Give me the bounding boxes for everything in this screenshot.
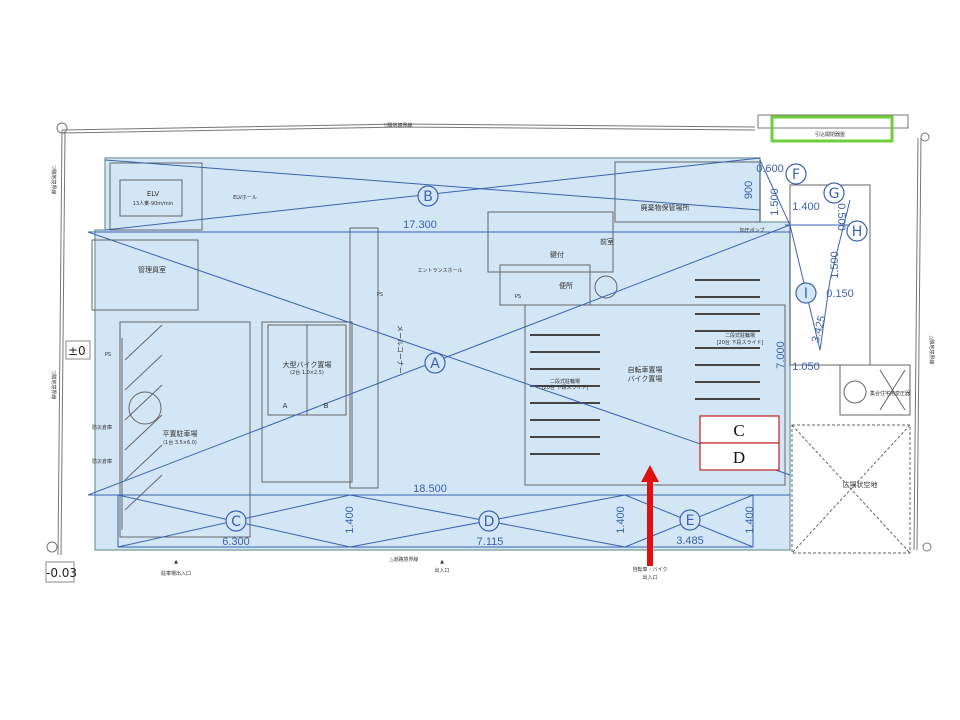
level-ground: ±0 [68, 344, 86, 358]
ps-1: PS [105, 352, 111, 358]
switchboard-label: 引込開閉器盤 [815, 131, 845, 138]
room-disaster-1: 防災倉庫 [92, 424, 112, 431]
room-motorbike: バイク置場 [628, 374, 663, 383]
ps-3: PS [515, 294, 521, 300]
room-anteroom: 前室 [600, 237, 614, 246]
dim-b: 17.300 [403, 219, 437, 231]
zone-label-h: H [852, 224, 863, 240]
zone-label-g: G [829, 186, 840, 202]
zone-label-e: E [686, 513, 695, 529]
dim-d: 7.115 [477, 536, 504, 548]
boundary-right: △隣地境界線 [928, 336, 935, 365]
red-arrow-icon [641, 465, 659, 566]
room-parking-spec: (1台 3.5×6.0) [163, 439, 197, 446]
triangle-marker-icon: ▲ [174, 559, 178, 565]
rack-1: 二段式駐輪場 [550, 378, 580, 385]
dim-c-d: 1.400 [344, 506, 356, 534]
legend-box-d: D [733, 448, 745, 467]
parking-stripes [124, 324, 163, 511]
zone-label-c: C [231, 514, 241, 530]
room-mail: メールコーナー [396, 325, 404, 374]
rack-2: 二段式駐輪場 [725, 332, 755, 339]
dim-e: 3.485 [676, 535, 704, 547]
site-boundary [46, 114, 932, 556]
slot-a: A [283, 402, 288, 410]
rack-2-spec: [20台 下段スライド] [717, 339, 764, 346]
room-elv: ELV [147, 190, 160, 198]
zone-markers [225, 163, 868, 532]
entrance-parking: 駐車場出入口 [161, 570, 191, 577]
dim-c: 6.300 [222, 536, 250, 548]
zone-label-f: F [792, 167, 800, 183]
entrance-bike-2: 出入口 [642, 574, 657, 581]
slot-b: B [324, 402, 329, 410]
dim-d-e: 1.400 [615, 506, 627, 534]
boundary-road: △道路境界線 [390, 556, 419, 563]
dim-h: 1.500 [829, 251, 841, 279]
room-plaza: 広場状空地 [843, 480, 878, 489]
room-elv-hall: ELVホール [233, 195, 257, 201]
room-toilet: 便所 [559, 281, 573, 290]
room-bike-large: 大型バイク置場 [283, 360, 332, 369]
room-elv-spec: 13人乗-90m/min [133, 200, 174, 207]
room-locked: 鍵付 [550, 250, 564, 259]
dim-a: 18.500 [413, 483, 447, 495]
dim-right: 7.000 [775, 341, 787, 369]
dim-f-side: 900 [743, 181, 755, 199]
zone-label-i: I [804, 286, 808, 302]
dim-g: 1.400 [792, 201, 820, 213]
room-disaster-2: 防災倉庫 [92, 458, 112, 465]
dim-i: 0.150 [826, 288, 854, 300]
room-transformer: 集合住宅用変圧器 [870, 390, 910, 397]
triangle-marker-icon: ▲ [440, 559, 444, 565]
entrance-bike-1: 自転車・バイク [633, 566, 668, 573]
dim-f-side2: 1.500 [769, 188, 781, 216]
dim-right-bottom: 1.050 [792, 361, 820, 373]
room-pump: 加圧ポンプ [740, 227, 765, 234]
rack-1-spec: [20台 下段スライド] [542, 384, 589, 391]
entrance-main: 出入口 [434, 567, 449, 574]
switchboard-highlight [770, 115, 894, 143]
zone-label-a: A [430, 356, 440, 372]
dim-g-side: 0.500 [835, 203, 847, 231]
zone-label-b: B [423, 189, 433, 205]
dim-e-side: 1.400 [744, 506, 756, 534]
legend-box-c: C [733, 421, 744, 440]
room-parking: 平置駐車場 [163, 429, 198, 438]
level-ground-box [65, 340, 91, 360]
boundary-left: ▽隣地境界線 [50, 166, 57, 195]
boundary-left-2: ▽隣地境界線 [50, 371, 57, 400]
room-waste: 廃棄物保管場所 [641, 203, 690, 212]
room-entrance: エントランスホール [418, 268, 463, 274]
zone-label-d: D [484, 514, 495, 530]
ps-2: PS [377, 292, 383, 298]
boundary-top: ▽隣地境界線 [384, 122, 413, 129]
room-manager: 管理員室 [138, 265, 166, 274]
level-outside-box [45, 561, 75, 583]
room-bike-large-spec: (2台 1.0×2.5) [290, 369, 324, 376]
dim-f-top: 0.600 [756, 163, 784, 175]
walls [91, 161, 911, 554]
level-outside: -0.03 [46, 566, 77, 580]
legend-box: C D [699, 415, 780, 471]
bike-racks [530, 279, 760, 455]
room-bicycle: 自転車置場 [628, 365, 663, 374]
